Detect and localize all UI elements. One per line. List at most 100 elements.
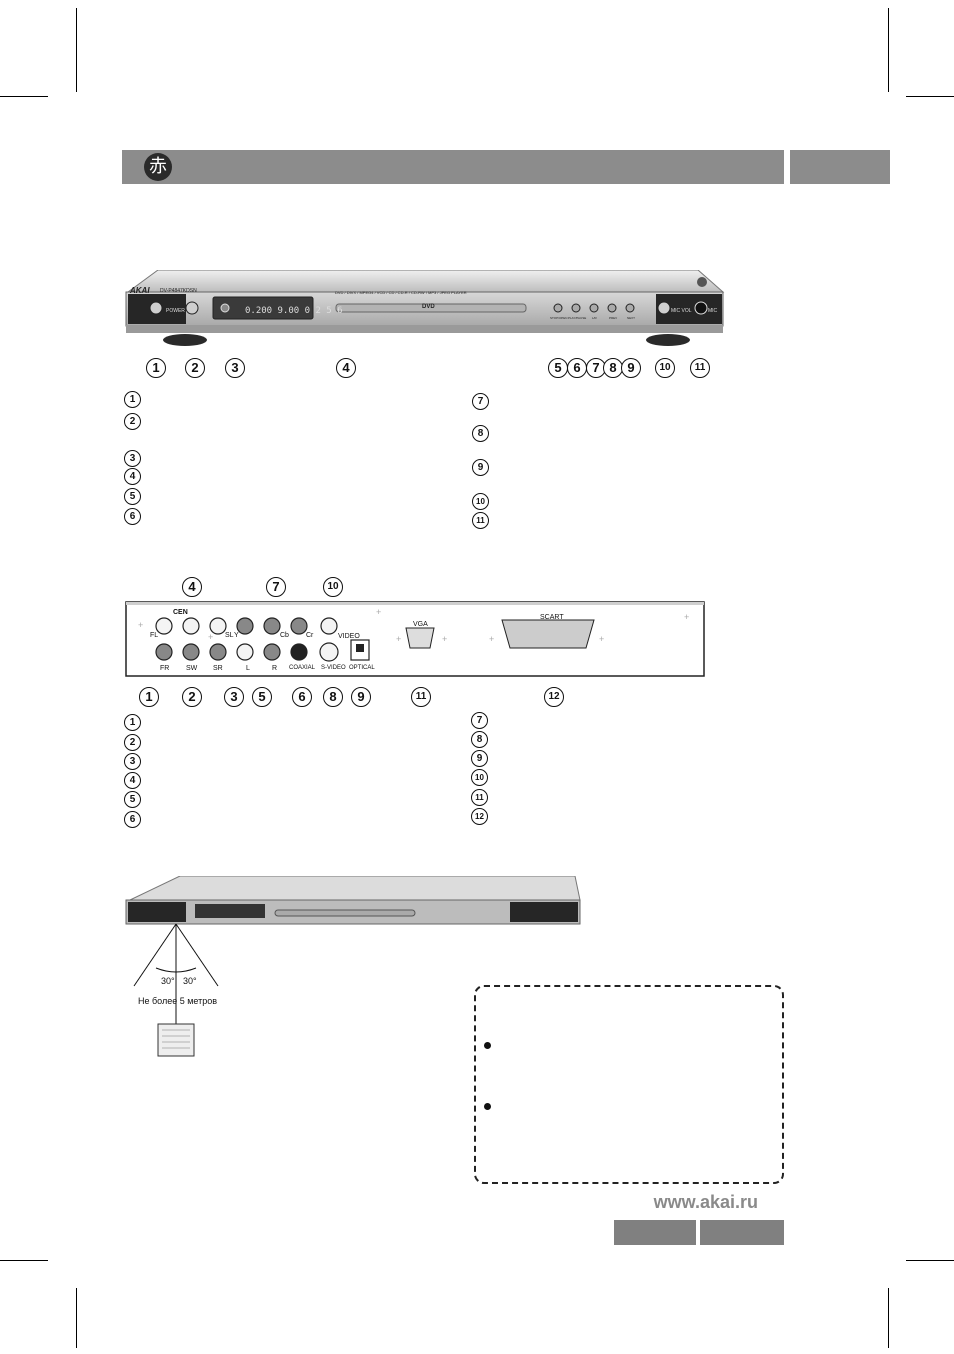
jack-label-vga: VGA [413, 621, 428, 628]
dvd-logo: DVD [422, 304, 435, 310]
svg-text:+: + [138, 620, 143, 630]
svg-text:+: + [489, 634, 494, 644]
callout-7: 7 [266, 577, 286, 597]
section-header-bar [122, 150, 784, 184]
legend-num: 10 [472, 493, 489, 510]
jack-label-fl: FL [150, 632, 159, 639]
legend-num: 1 [124, 714, 141, 731]
callout-8: 8 [603, 358, 623, 378]
button-label: NEXT [627, 316, 636, 320]
jack-label-sr: SR [213, 665, 223, 672]
legend-num: 6 [124, 811, 141, 828]
jack-label-scart: SCART [540, 614, 564, 621]
brand-glyph-icon: 赤 [144, 153, 172, 181]
jack-label-cen: CEN [173, 609, 188, 616]
button-label: PLAY/PAUSE [568, 316, 587, 320]
page-number-block [614, 1220, 696, 1245]
callout-2: 2 [185, 358, 205, 378]
front-display: 0.200 9.00 0 2 5 6 [245, 306, 343, 316]
callout-6: 6 [292, 687, 312, 707]
jack-label-sw: SW [186, 665, 198, 672]
crop-mark [906, 96, 954, 97]
crop-mark [888, 1288, 889, 1348]
model-name: DV-P4847KDSN [160, 288, 197, 294]
callout-9: 9 [351, 687, 371, 707]
button-label: STOP/OPEN [550, 316, 568, 320]
legend-num: 2 [124, 413, 141, 430]
svg-text:+: + [396, 634, 401, 644]
callout-1: 1 [146, 358, 166, 378]
jack-label-y: Y [234, 632, 239, 639]
format-list: DVD / DIVX / MPEG4 / VCD / CD / CD-R / C… [335, 290, 467, 295]
callout-11: 11 [411, 687, 431, 707]
jack-label-cb: Cb [280, 632, 289, 639]
jack-label-coaxial: COAXIAL [289, 665, 316, 671]
callout-10: 10 [323, 577, 343, 597]
jack-label-r: R [272, 665, 278, 672]
legend-num: 11 [472, 512, 489, 529]
jack-label-video: VIDEO [338, 633, 360, 640]
callout-8: 8 [323, 687, 343, 707]
legend-num: 9 [472, 459, 489, 476]
svg-text:+: + [684, 612, 689, 622]
legend-num: 6 [124, 508, 141, 525]
page-tab [790, 150, 890, 184]
callout-1: 1 [139, 687, 159, 707]
distance-label: Не более 5 метров [138, 996, 218, 1006]
remote-range-illustration [125, 876, 581, 1057]
legend-num: 4 [124, 468, 141, 485]
legend-num: 1 [124, 391, 141, 408]
legend-num: 5 [124, 488, 141, 505]
svg-text:+: + [376, 607, 381, 617]
brand-logo: AKAI [130, 286, 150, 295]
legend-num: 11 [471, 789, 488, 806]
legend-num: 4 [124, 772, 141, 789]
page-number-block [700, 1220, 784, 1245]
legend-num: 8 [472, 425, 489, 442]
rear-panel-illustration: + + + + + + + + [125, 601, 705, 677]
legend-num: 10 [471, 769, 488, 786]
jack-label-sl: SL [225, 632, 234, 639]
svg-text:+: + [208, 632, 213, 642]
crop-mark [0, 96, 48, 97]
jack-label-svideo: S-VIDEO [321, 665, 346, 671]
legend-num: 7 [471, 712, 488, 729]
button-label: L/R [592, 316, 597, 320]
svg-text:+: + [599, 634, 604, 644]
legend-num: 7 [472, 393, 489, 410]
button-label: PREV [609, 316, 618, 320]
power-label: POWER [166, 308, 185, 314]
callout-12: 12 [544, 687, 564, 707]
callout-10: 10 [655, 358, 675, 378]
callout-4: 4 [182, 577, 202, 597]
bullet-icon [484, 1103, 491, 1110]
legend-num: 12 [471, 808, 488, 825]
legend-num: 8 [471, 731, 488, 748]
callout-4: 4 [336, 358, 356, 378]
angle-left-label: 30° [161, 976, 175, 986]
svg-text:+: + [442, 634, 447, 644]
callout-2: 2 [182, 687, 202, 707]
mic-label: MIC [708, 308, 718, 314]
crop-mark [76, 8, 77, 92]
mic-vol-label: MIC VOL [671, 308, 692, 314]
callout-3: 3 [225, 358, 245, 378]
crop-mark [76, 1288, 77, 1348]
crop-mark [0, 1260, 48, 1261]
callout-9: 9 [621, 358, 641, 378]
angle-right-label: 30° [183, 976, 197, 986]
crop-mark [888, 8, 889, 92]
callout-11: 11 [690, 358, 710, 378]
legend-num: 9 [471, 750, 488, 767]
callout-5: 5 [548, 358, 568, 378]
legend-num: 5 [124, 791, 141, 808]
callout-6: 6 [567, 358, 587, 378]
jack-label-fr: FR [160, 665, 170, 672]
legend-num: 3 [124, 450, 141, 467]
crop-mark [906, 1260, 954, 1261]
callout-3: 3 [224, 687, 244, 707]
note-box [474, 985, 784, 1184]
front-panel-illustration [125, 270, 725, 346]
website-url: www.akai.ru [653, 1192, 758, 1212]
callout-5: 5 [252, 687, 272, 707]
